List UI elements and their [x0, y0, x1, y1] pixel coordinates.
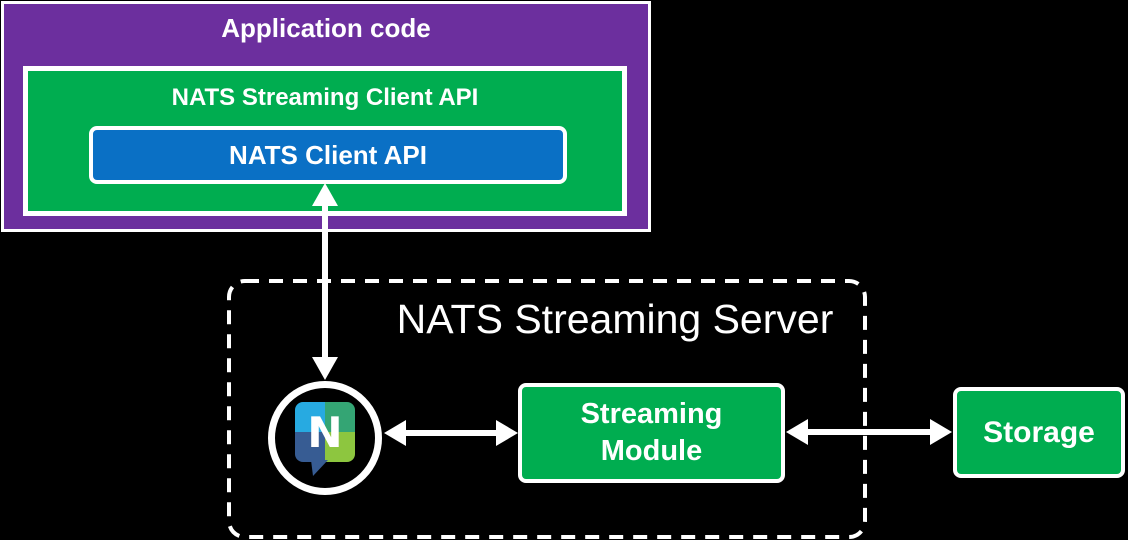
nats-logo-letter: N — [307, 408, 342, 457]
streaming-module-box: Streaming Module — [518, 383, 785, 483]
nats-client-api-box: NATS Client API — [89, 126, 567, 184]
nats-streaming-client-api-label: NATS Streaming Client API — [171, 84, 479, 111]
arrow-shaft — [404, 430, 498, 436]
arrowhead-up-icon — [312, 183, 338, 206]
arrow-shaft — [806, 429, 932, 435]
nats-logo-icon: N — [295, 402, 355, 476]
application-code-title: Application code — [221, 13, 431, 43]
storage-box: Storage — [953, 387, 1125, 478]
arrowhead-down-icon — [312, 357, 338, 380]
arrowhead-left-icon — [786, 419, 808, 445]
arrow-shaft — [322, 204, 328, 360]
nats-streaming-server-boundary — [227, 279, 867, 539]
arrowhead-right-icon — [496, 420, 518, 446]
nats-client-api-label: NATS Client API — [229, 140, 427, 170]
streaming-module-label: Streaming Module — [580, 398, 723, 467]
storage-label: Storage — [983, 415, 1095, 449]
arrowhead-left-icon — [384, 420, 406, 446]
nats-logo: N — [268, 381, 382, 495]
arrowhead-right-icon — [930, 419, 952, 445]
nats-streaming-server-title: NATS Streaming Server — [396, 296, 834, 342]
